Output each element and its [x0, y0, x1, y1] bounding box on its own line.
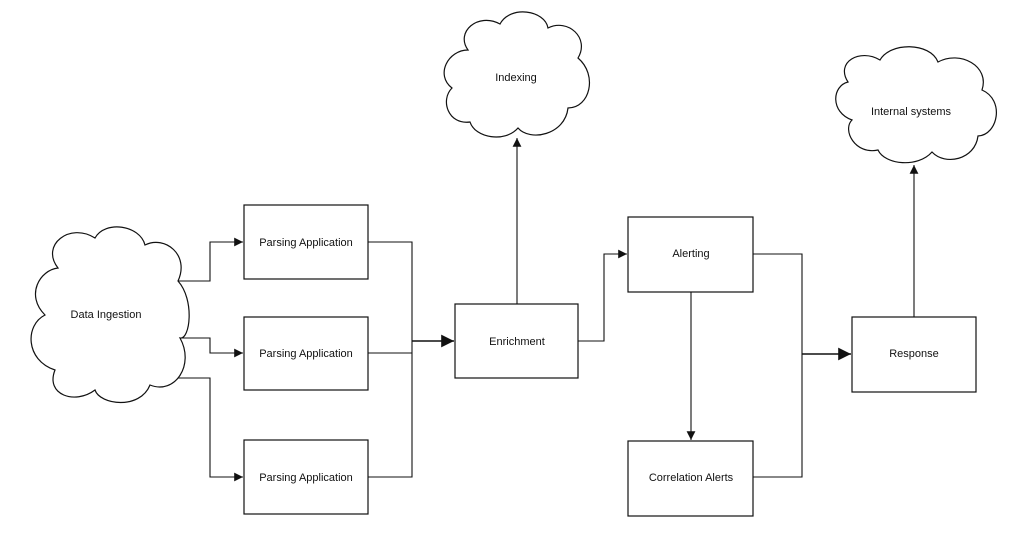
node-parsing-application-2: Parsing Application	[243, 316, 369, 391]
node-internal-systems-label: Internal systems	[871, 106, 952, 118]
edge-enrichment-to-alerting	[578, 249, 627, 342]
node-data-ingestion: Data Ingestion	[30, 226, 190, 404]
node-data-ingestion-label: Data Ingestion	[71, 309, 142, 321]
node-alerting-label: Alerting	[672, 248, 709, 260]
edge-ingestion-to-parsing-1	[178, 237, 243, 282]
node-parsing-application-2-label: Parsing Application	[259, 348, 353, 360]
edge-correlation-to-bus	[753, 354, 803, 478]
node-indexing-label: Indexing	[495, 72, 537, 84]
node-correlation-alerts-label: Correlation Alerts	[649, 472, 734, 484]
node-response-label: Response	[889, 348, 939, 360]
node-internal-systems: Internal systems	[835, 46, 997, 164]
node-enrichment: Enrichment	[454, 303, 579, 379]
node-alerting: Alerting	[627, 216, 754, 293]
node-parsing-application-3-label: Parsing Application	[259, 472, 353, 484]
node-parsing-application-1: Parsing Application	[243, 204, 369, 280]
node-parsing-application-3: Parsing Application	[243, 439, 369, 515]
node-response: Response	[851, 316, 977, 393]
edge-ingestion-to-parsing-3	[178, 377, 243, 482]
node-parsing-application-1-label: Parsing Application	[259, 237, 353, 249]
node-indexing: Indexing	[443, 11, 591, 138]
edge-parsing-3-to-bus	[368, 341, 413, 478]
edge-ingestion-to-parsing-2	[180, 337, 243, 358]
edge-alerting-to-bus	[753, 253, 803, 354]
node-correlation-alerts: Correlation Alerts	[627, 440, 754, 517]
node-enrichment-label: Enrichment	[489, 336, 545, 348]
edge-parsing-1-to-bus	[368, 241, 413, 341]
